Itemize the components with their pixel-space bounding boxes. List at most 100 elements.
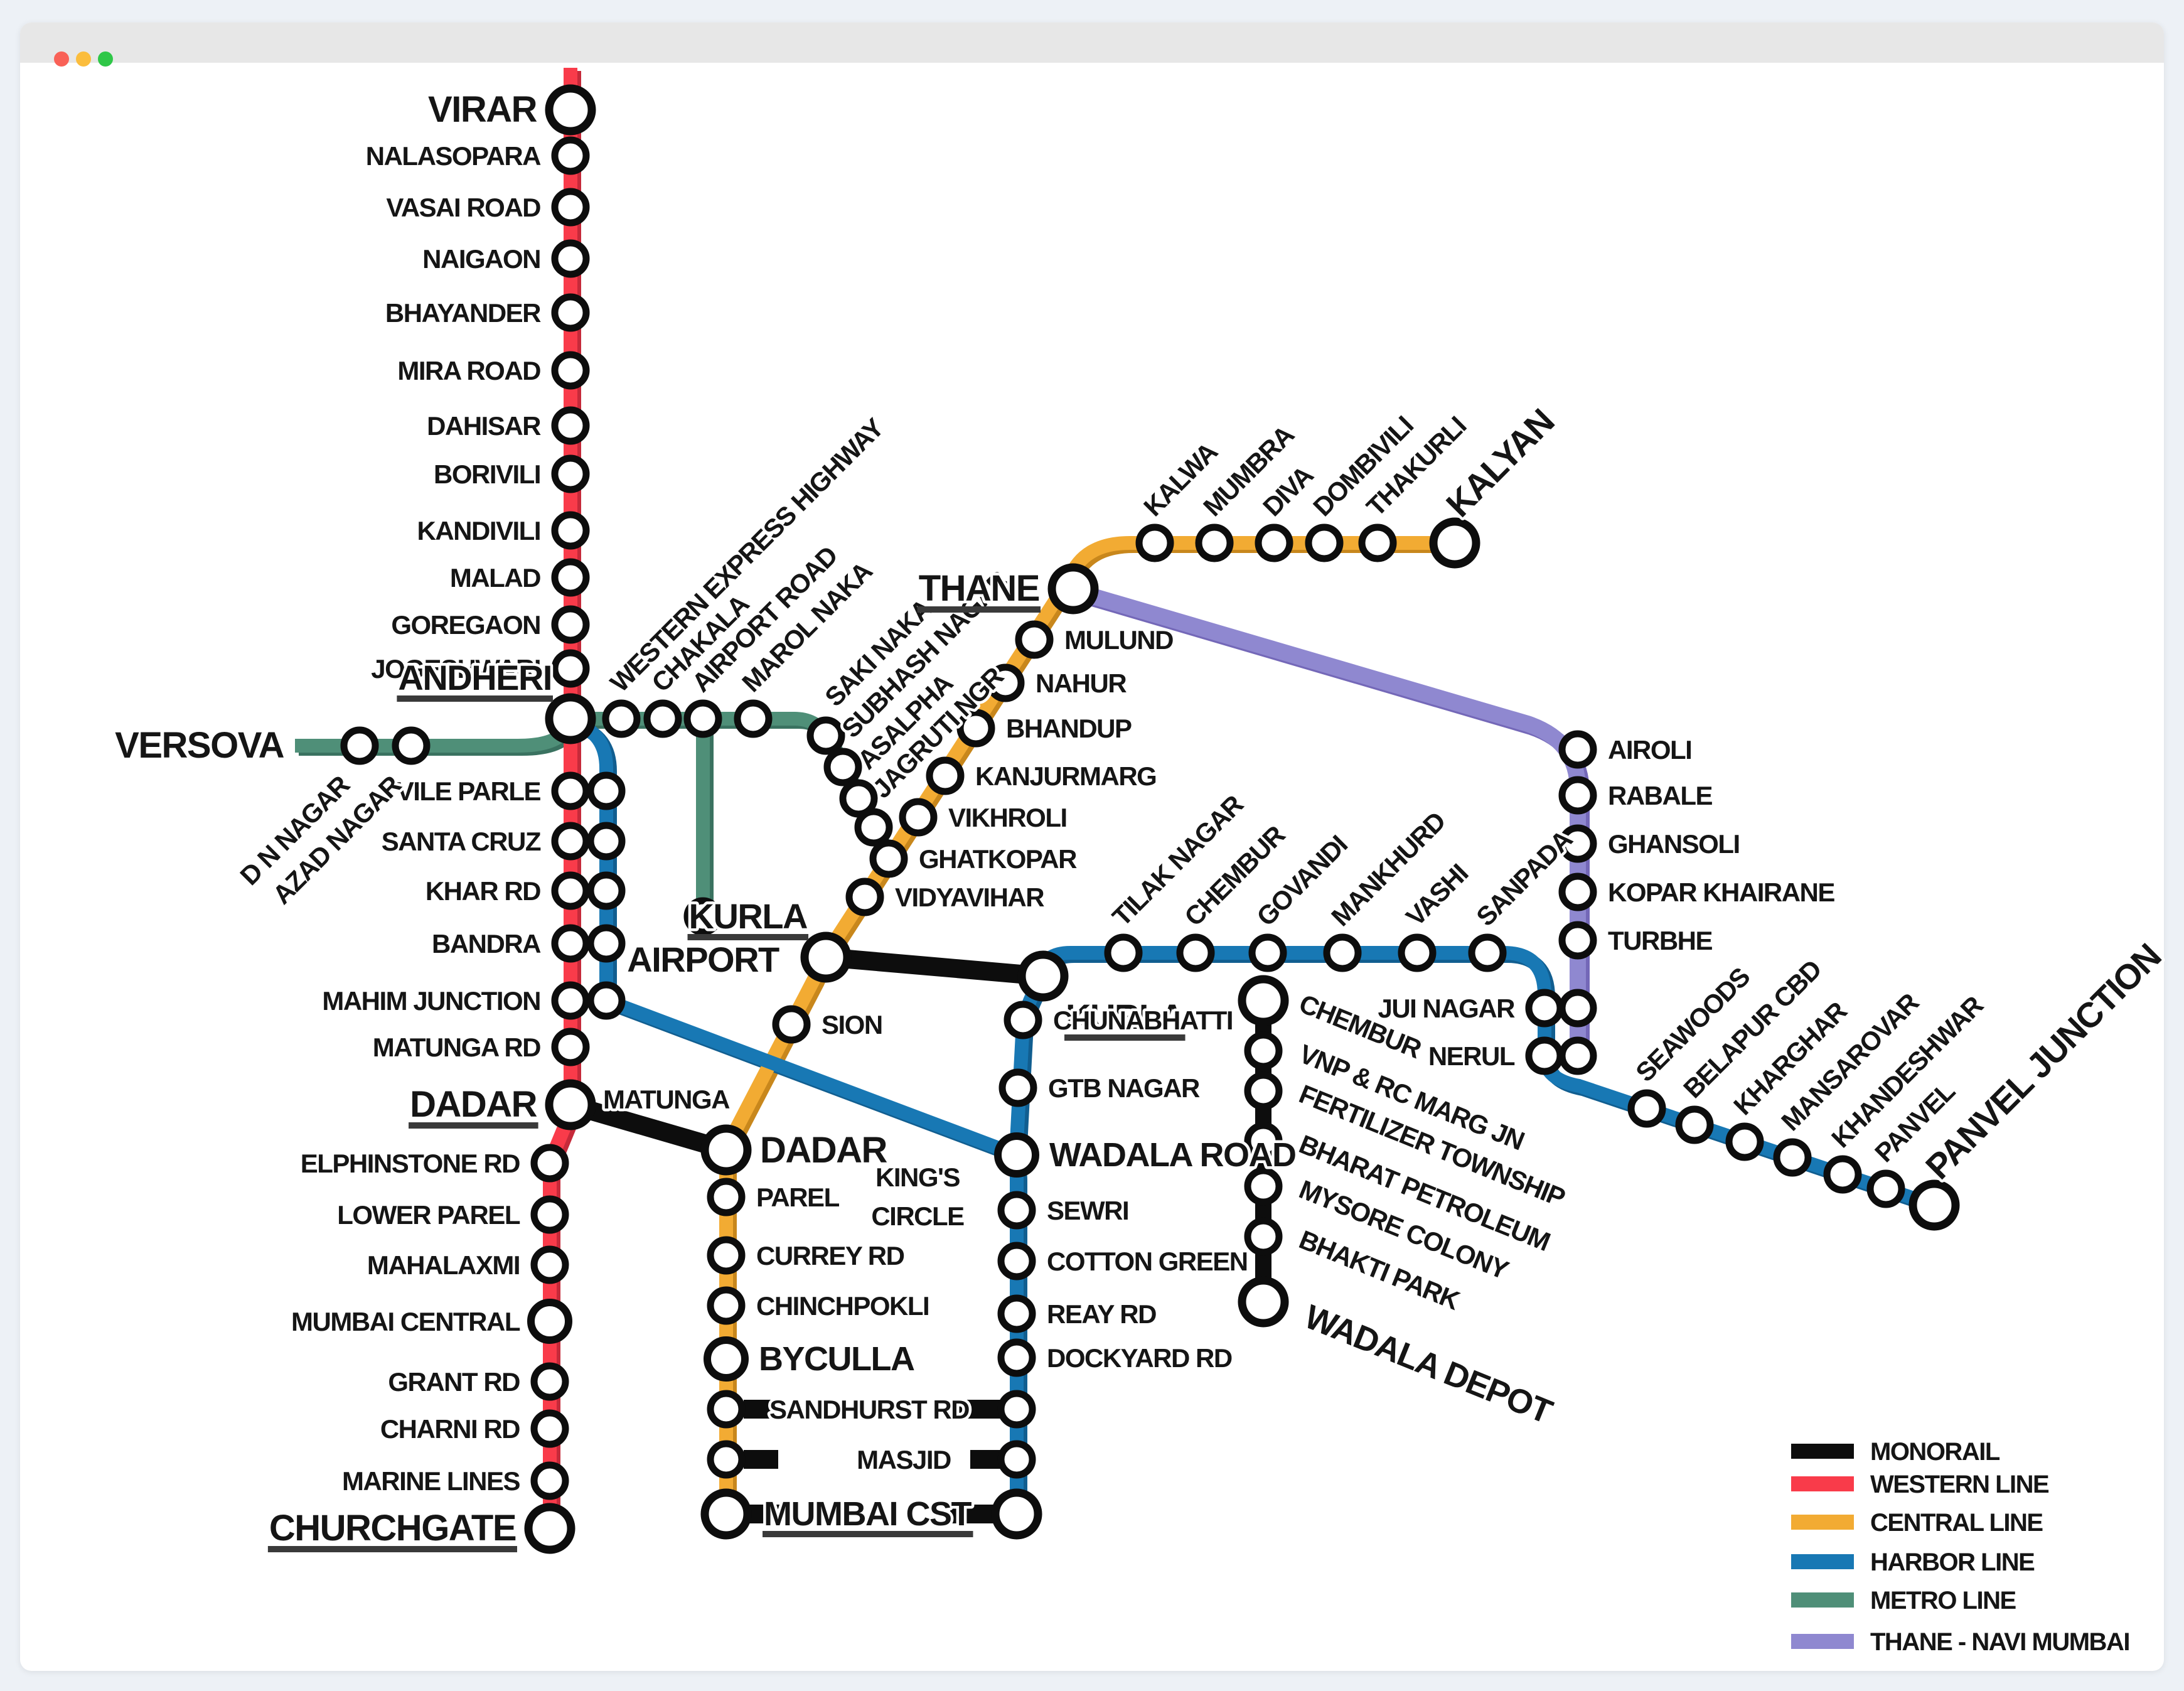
- station-airport-road: [683, 699, 722, 738]
- station-rabale: [1558, 776, 1597, 815]
- station-label: VASHI: [1400, 859, 1473, 931]
- station-label: KHAR RD: [426, 876, 540, 906]
- station-kanjurmarg: [926, 756, 965, 795]
- station-label: MASJID: [857, 1445, 951, 1474]
- legend-swatch-metro-line: [1791, 1592, 1854, 1608]
- station-nerul: [1525, 1036, 1564, 1075]
- station-naigaon: [551, 239, 590, 278]
- app-window: [20, 23, 2164, 1671]
- legend-swatch-monorail: [1791, 1444, 1854, 1459]
- station-matunga-rd: [551, 1028, 590, 1066]
- station-jagruti-ngr: [854, 808, 893, 847]
- station-dockyard-rd: [997, 1338, 1036, 1377]
- station-marker: [587, 924, 626, 963]
- station-marol-naka: [734, 699, 773, 738]
- zoom-button[interactable]: [98, 51, 113, 67]
- station-bhandup: [956, 709, 995, 748]
- station-cotton-green: [997, 1242, 1036, 1280]
- station-label: CHARNI RD: [380, 1414, 520, 1444]
- station-parel: [707, 1178, 746, 1216]
- place-label: CIRCLE: [871, 1201, 964, 1231]
- station-label: MALAD: [450, 563, 540, 593]
- station-label: AIRPORT: [627, 940, 779, 979]
- station-label: BHAYANDER: [385, 298, 541, 328]
- station-kurla: [1017, 950, 1069, 1002]
- station-masjid: [707, 1440, 746, 1479]
- station-churchgate: [524, 1503, 575, 1554]
- station-asalpha: [839, 779, 878, 818]
- station-label: KURLA: [1066, 997, 1184, 1036]
- station-marker: [587, 822, 626, 861]
- legend-label: WESTERN LINE: [1870, 1471, 2049, 1498]
- legend-swatch-central-line: [1791, 1515, 1854, 1530]
- station-label: COTTON GREEN: [1047, 1247, 1248, 1276]
- station-marker: [1558, 989, 1597, 1028]
- station-dadar: [700, 1124, 752, 1176]
- station-mumbai-central: [527, 1299, 572, 1344]
- station-d-n-nagar: [340, 726, 379, 765]
- minimize-button[interactable]: [76, 51, 91, 67]
- station-label: GTB NAGAR: [1048, 1073, 1200, 1103]
- station-kurla: [800, 931, 852, 983]
- station-andheri: [545, 693, 596, 744]
- station-vidyavihar: [845, 878, 884, 916]
- close-button[interactable]: [54, 51, 69, 67]
- station-bandra: [551, 924, 590, 963]
- station-malad: [551, 558, 590, 597]
- station-label: SANDHURST RD: [769, 1395, 969, 1424]
- station-panvel-junction: [1908, 1179, 1960, 1231]
- station-saki-naka: [806, 716, 845, 755]
- station-label: BANDRA: [432, 929, 541, 958]
- station-label: PANVEL JUNCTION: [1918, 936, 2168, 1186]
- station-label: MAHALAXMI: [367, 1250, 520, 1280]
- station-sewri: [997, 1191, 1036, 1230]
- legend-label: METRO LINE: [1870, 1587, 2016, 1614]
- station-label: MUMBAI CST: [764, 1495, 972, 1533]
- station-govandi: [1248, 933, 1287, 972]
- station-nahur: [986, 663, 1025, 702]
- station-label: MULUND: [1064, 625, 1173, 655]
- station-label: VIKHROLI: [948, 803, 1067, 832]
- station-dahisar: [551, 406, 590, 445]
- station-mumbra: [1195, 523, 1234, 562]
- station-reay-rd: [997, 1294, 1036, 1333]
- station-label: WADALA ROAD: [1049, 1136, 1295, 1174]
- station-chembur: [1176, 933, 1215, 972]
- station-marker: [997, 1390, 1036, 1429]
- station-label: DADAR: [760, 1130, 887, 1171]
- station-vikhroli: [899, 798, 938, 837]
- station-label: MATUNGA RD: [373, 1033, 540, 1062]
- station-bhakti-park: [1244, 1217, 1283, 1256]
- station-lower-parel: [530, 1195, 569, 1234]
- station-chakala: [643, 699, 682, 738]
- station-label: VIDYAVIHAR: [895, 883, 1044, 912]
- stations: [340, 84, 1960, 1554]
- station-wadala-depot: [1238, 1276, 1289, 1328]
- station-label: GOREGAON: [391, 610, 540, 640]
- station-sanpada: [1468, 933, 1507, 972]
- station-marker: [587, 771, 626, 810]
- station-label: BORIVILI: [434, 459, 540, 489]
- station-label: PAREL: [756, 1183, 840, 1212]
- station-khandeshwar: [1823, 1155, 1862, 1194]
- station-label: NAIGAON: [422, 244, 540, 274]
- station-label: JUI NAGAR: [1378, 994, 1515, 1023]
- station-label: CHURCHGATE: [269, 1508, 516, 1549]
- interchange-connectors-line: [825, 948, 1044, 985]
- station-label: TILAK NAGAR: [1106, 789, 1249, 931]
- station-label: CURREY RD: [756, 1241, 904, 1270]
- station-label: KURLA: [689, 896, 808, 936]
- station-label: NAHUR: [1036, 668, 1127, 698]
- station-label: KANDIVILI: [417, 516, 541, 545]
- place-label: KING'S: [875, 1162, 960, 1192]
- legend-swatch-thane-navi-mumbai: [1791, 1634, 1854, 1649]
- station-fertilizer-township: [1244, 1071, 1283, 1110]
- station-turbhe: [1558, 921, 1597, 960]
- station-virar: [545, 84, 596, 136]
- station-label: VILE PARLE: [397, 776, 541, 806]
- station-label: ANDHERI: [398, 658, 552, 697]
